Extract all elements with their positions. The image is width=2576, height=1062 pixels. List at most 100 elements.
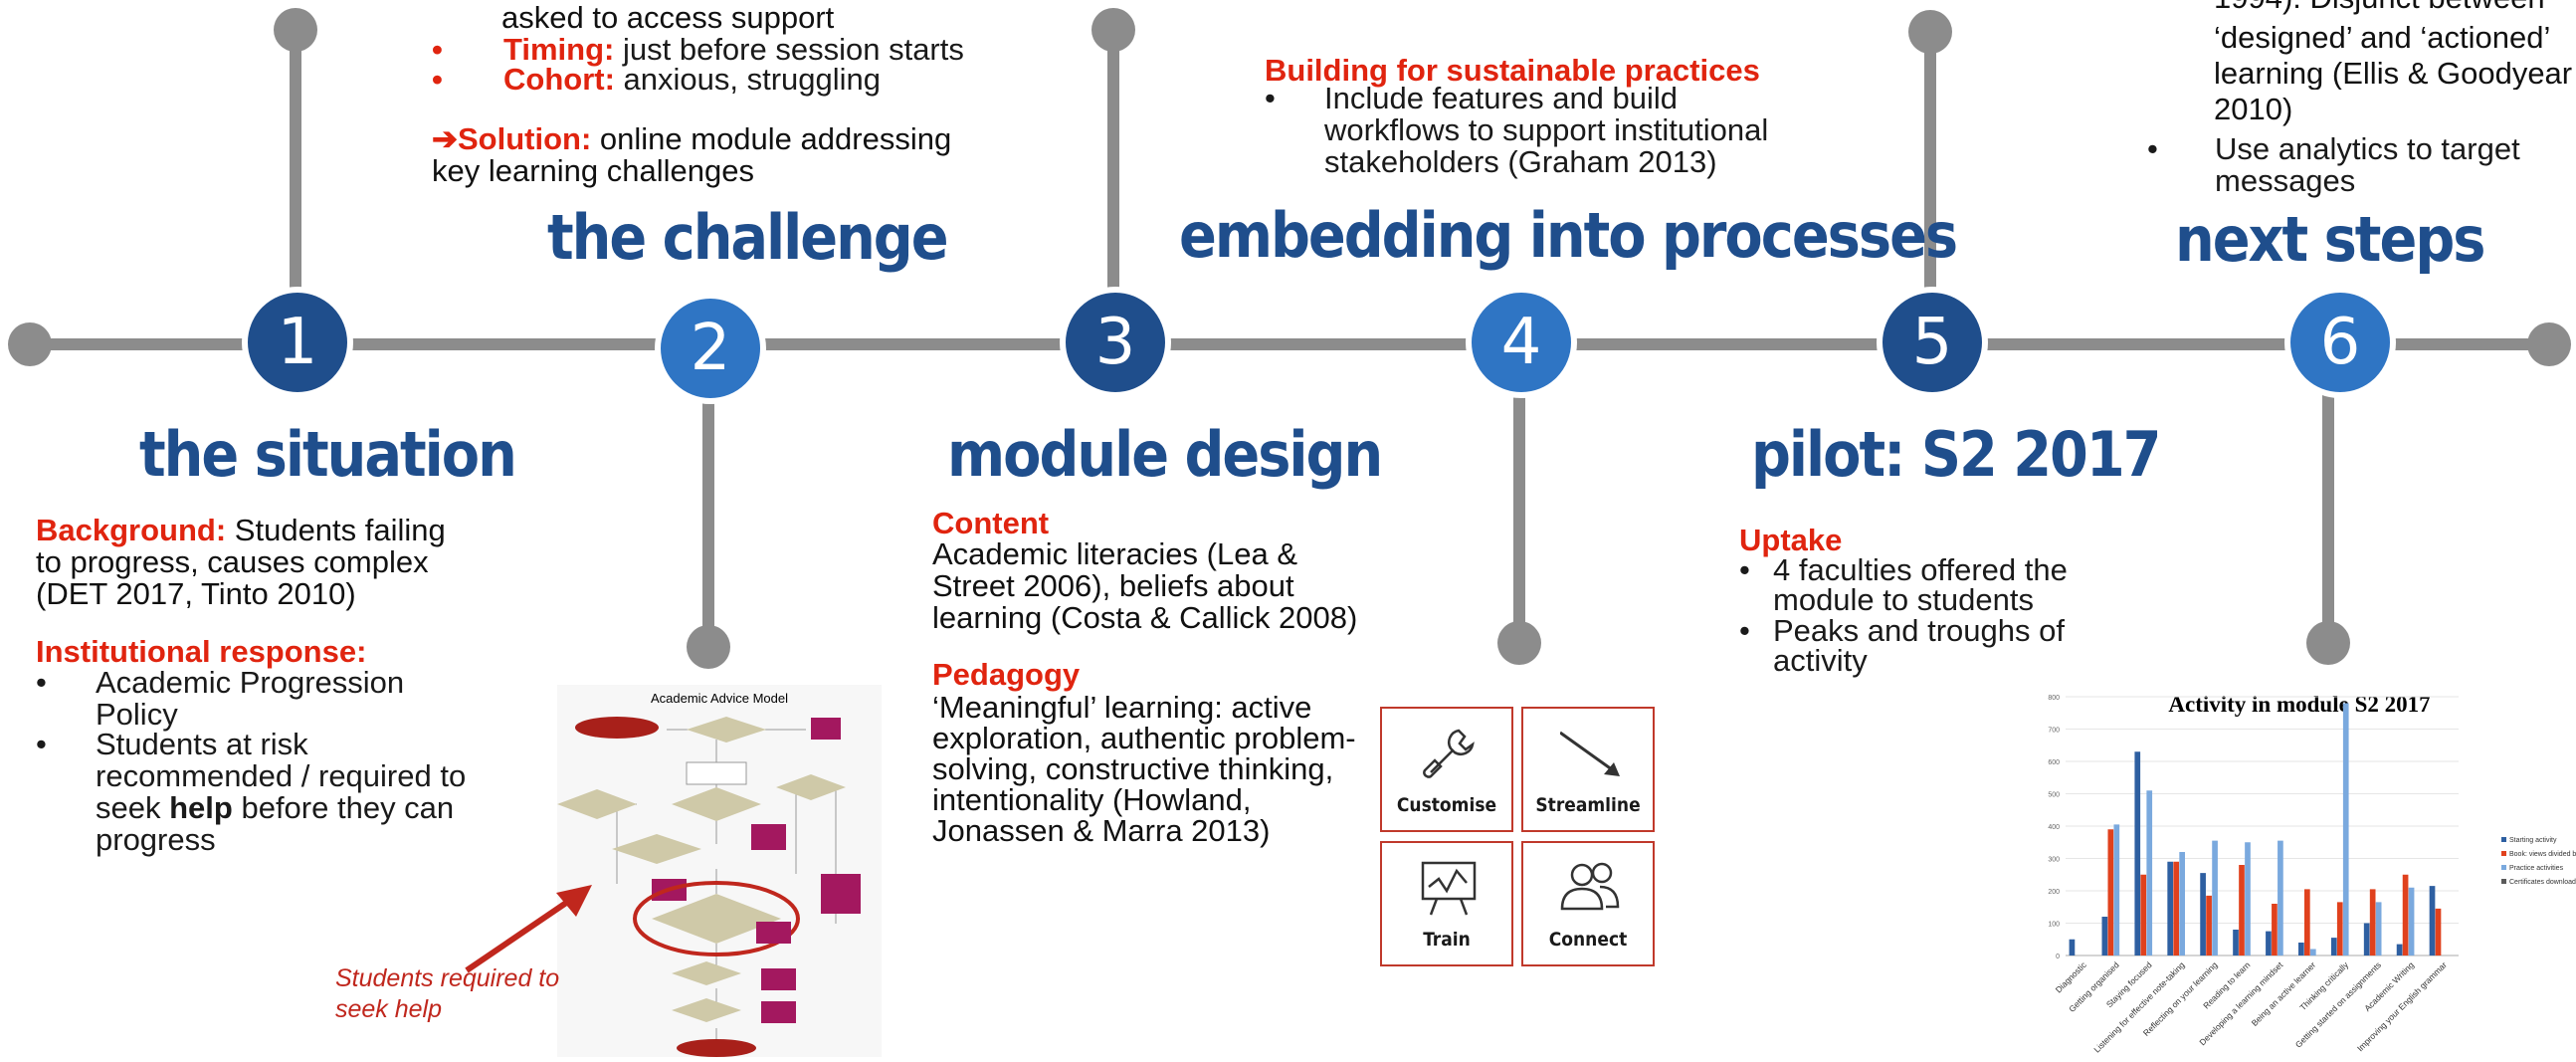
chart-legend-label: Practice activities [2509, 865, 2564, 872]
flowchart-graphic: Academic Advice Model [557, 691, 861, 1057]
chart-bar [2375, 902, 2382, 956]
train-tile: Train [1380, 841, 1513, 966]
connect-tile: Connect [1521, 841, 1655, 966]
connector-4-dot [1497, 621, 1541, 665]
connector-2 [702, 388, 714, 647]
embedding-bullet: •Include features and build workflows to… [1265, 83, 1802, 178]
background-text: Students failing to progress, causes com… [36, 513, 446, 611]
chart-bar [2435, 908, 2442, 956]
connector-1-dot [274, 8, 317, 52]
timing-text: just before session starts [614, 32, 964, 67]
chart-legend-swatch [2501, 851, 2506, 856]
bullet2-pre: Students at risk recommended / required … [96, 727, 467, 825]
institutional-response-label: Institutional response: [36, 634, 367, 669]
embedding-bullet-text: Include features and build workflows to … [1324, 81, 1769, 179]
chart-legend-swatch [2501, 865, 2506, 870]
uptake-label: Uptake [1739, 523, 1843, 557]
chart-ytick-label: 100 [2048, 922, 2060, 929]
chart-bar [2233, 930, 2239, 956]
connector-3-dot [1091, 8, 1135, 52]
node-1: 1 [242, 287, 353, 398]
next-steps-heading: next steps [2175, 203, 2485, 276]
chart-bar [2206, 895, 2212, 956]
situation-bullet-1: •Academic Progression Policy [36, 667, 454, 731]
pilot-bullet-2-text: Peaks and troughs of activity [1773, 613, 2065, 678]
next-bullet-text: Use analytics to target messages [2215, 131, 2520, 198]
situation-bullet-2: •Students at risk recommended / required… [36, 727, 467, 857]
chart-legend-label: Certificates download [2509, 879, 2576, 886]
connector-3 [1107, 30, 1119, 299]
chart-bar [2278, 840, 2283, 956]
connector-4 [1513, 388, 1525, 645]
chart-bar [2101, 917, 2108, 956]
chart-bar [2396, 944, 2403, 956]
presentation-icon [1421, 861, 1477, 916]
chart-bar [2309, 949, 2316, 956]
academic-advice-flowchart: Academic Advice Model [557, 685, 882, 1057]
situation-bullet-1-text: Academic Progression Policy [96, 665, 405, 732]
timeline-start-dot [8, 322, 52, 366]
chart-bar [2336, 902, 2343, 956]
chart-bar [2107, 829, 2114, 956]
cohort-line: •Cohort: anxious, struggling [432, 62, 882, 97]
chart-ytick-label: 0 [2056, 954, 2060, 960]
chart-bar [2303, 889, 2310, 956]
chart-legend-label: Starting activity [2509, 837, 2557, 844]
next-line-3: learning (Ellis & Goodyear [2214, 58, 2573, 90]
bullet2-post: before they can progress [96, 790, 455, 857]
cohort-text: anxious, struggling [614, 62, 882, 97]
chart-bar [2408, 887, 2415, 956]
connector-5-dot [1908, 10, 1952, 54]
situation-background: Background: Students failing to progress… [36, 515, 474, 610]
chart-bar [2369, 889, 2376, 956]
chart-bar [2200, 873, 2206, 956]
embedding-heading: embedding into processes [1179, 199, 1958, 272]
pedagogy-label: Pedagogy [932, 657, 1081, 692]
chart-ytick-label: 600 [2048, 759, 2060, 766]
content-label: Content [932, 506, 1050, 540]
chart-legend-swatch [2501, 879, 2506, 884]
arrow-icon [1560, 731, 1620, 776]
chart-bar [2113, 824, 2120, 956]
cohort-label: Cohort: [503, 62, 615, 97]
streamline-label: Streamline [1535, 794, 1641, 816]
chart-ytick-label: 300 [2048, 857, 2060, 864]
connect-label: Connect [1548, 929, 1628, 951]
chart-title: Activity in module S2 2017 [2168, 692, 2430, 717]
chart-ytick-label: 800 [2048, 695, 2060, 702]
background-label: Background: [36, 513, 227, 547]
chart-bar [2167, 861, 2174, 956]
pedagogy-text: ‘Meaningful’ learning: active exploratio… [932, 690, 1356, 848]
node-5: 5 [1877, 287, 1988, 398]
chart-ytick-label: 200 [2048, 889, 2060, 896]
timing-line: •Timing: just before session starts [432, 32, 964, 67]
chart-bar [2212, 840, 2218, 956]
next-partial-line: 1994). Disjunct between [2214, 0, 2545, 14]
wrench-icon [1423, 729, 1475, 778]
chart-bar [2330, 938, 2337, 956]
flowchart-caption: Students required to seek help [335, 964, 560, 1023]
customise-label: Customise [1396, 794, 1497, 816]
chart-bar [2363, 923, 2370, 956]
pilot-bullet-1: •4 faculties offered the module to stude… [1739, 554, 2137, 615]
activity-chart-svg: Activity in module S2 2017 0100200300400… [2048, 692, 2576, 1055]
connector-6-dot [2306, 621, 2350, 665]
solution-label: ➔Solution: [432, 121, 592, 156]
node-6: 6 [2284, 287, 2396, 398]
pilot-bullet-2: •Peaks and troughs of activity [1739, 613, 2137, 678]
chart-ytick-label: 700 [2048, 728, 2060, 735]
streamline-tile: Streamline [1521, 707, 1655, 832]
chart-bar [2245, 842, 2251, 956]
chart-bar [2298, 943, 2304, 956]
chart-bar [2173, 861, 2180, 956]
customise-tile: Customise [1380, 707, 1513, 832]
solution-text: ➔Solution: online module addressing key … [432, 123, 999, 187]
chart-bar [2179, 852, 2185, 956]
flowchart-arrow [465, 885, 592, 973]
next-line-2: ‘designed’ and ‘actioned’ [2214, 20, 2551, 55]
train-label: Train [1423, 929, 1471, 951]
timeline-end-dot [2527, 322, 2571, 366]
chart-category-label: Being an active learner [2250, 959, 2318, 1028]
content-text: Academic literacies (Lea & Street 2006),… [932, 536, 1358, 635]
challenge-top-partial: asked to access support [501, 0, 835, 35]
